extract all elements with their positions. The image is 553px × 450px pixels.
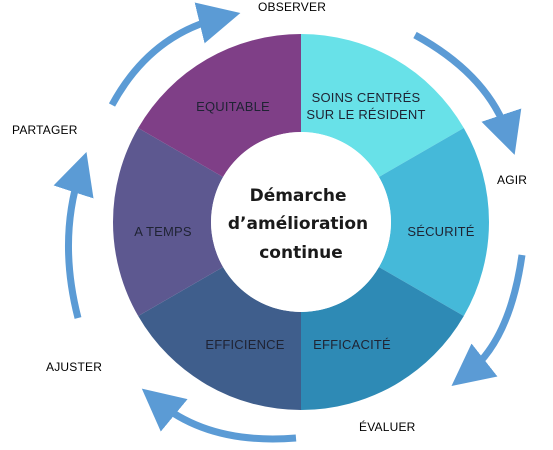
center-title: Démarche d’amélioration continue [228,186,374,263]
segment-efficience-label: EFFICIENCE [205,337,284,352]
arrow-agir-to-evaluer [451,254,526,386]
segment-efficacite [301,267,464,410]
segment-efficience-line-1: EFFICIENCE [205,337,284,352]
segment-soins-centres [301,34,464,177]
segment-soins-centres-label: SOINS CENTRÉS SUR LE RÉSIDENT [306,90,425,122]
wheel-segments: SOINS CENTRÉS SUR LE RÉSIDENT SÉCURITÉ EFFI… [112,34,489,410]
arrow-evaluer-to-ajuster [141,388,297,443]
cycle-arrows [53,2,526,443]
arrow-partager-to-observer [108,2,241,107]
segment-equitable-line-1: EQUITABLE [196,99,270,114]
segment-equitable-label: EQUITABLE [196,99,270,114]
center-circle [211,132,391,312]
step-evaluer: ÉVALUER [359,420,416,434]
arrow-observer-to-agir [413,31,522,155]
step-agir: AGIR [497,173,528,187]
center-line-1: Démarche [250,186,347,206]
segment-soins-centres-line-1: SOINS CENTRÉS [312,90,421,105]
segment-efficacite-label: EFFICACITÉ [313,337,391,352]
segment-efficacite-line-1: EFFICACITÉ [313,337,391,352]
segment-securite-line-1: SÉCURITÉ [407,224,474,239]
step-observer: OBSERVER [258,0,327,14]
segment-a-temps-line-1: A TEMPS [134,224,192,239]
segment-soins-centres-line-2: SUR LE RÉSIDENT [306,107,425,122]
step-partager: PARTAGER [12,123,78,137]
arrow-ajuster-to-partager [53,152,94,319]
step-ajuster: AJUSTER [46,360,103,374]
segment-a-temps [112,128,224,316]
segment-equitable [138,34,301,177]
center-line-2: d’amélioration [228,214,368,234]
segment-securite [378,128,489,316]
center-line-3: continue [259,243,343,263]
segment-efficience [138,267,301,410]
segment-a-temps-label: A TEMPS [134,224,192,239]
segment-securite-label: SÉCURITÉ [407,224,474,239]
